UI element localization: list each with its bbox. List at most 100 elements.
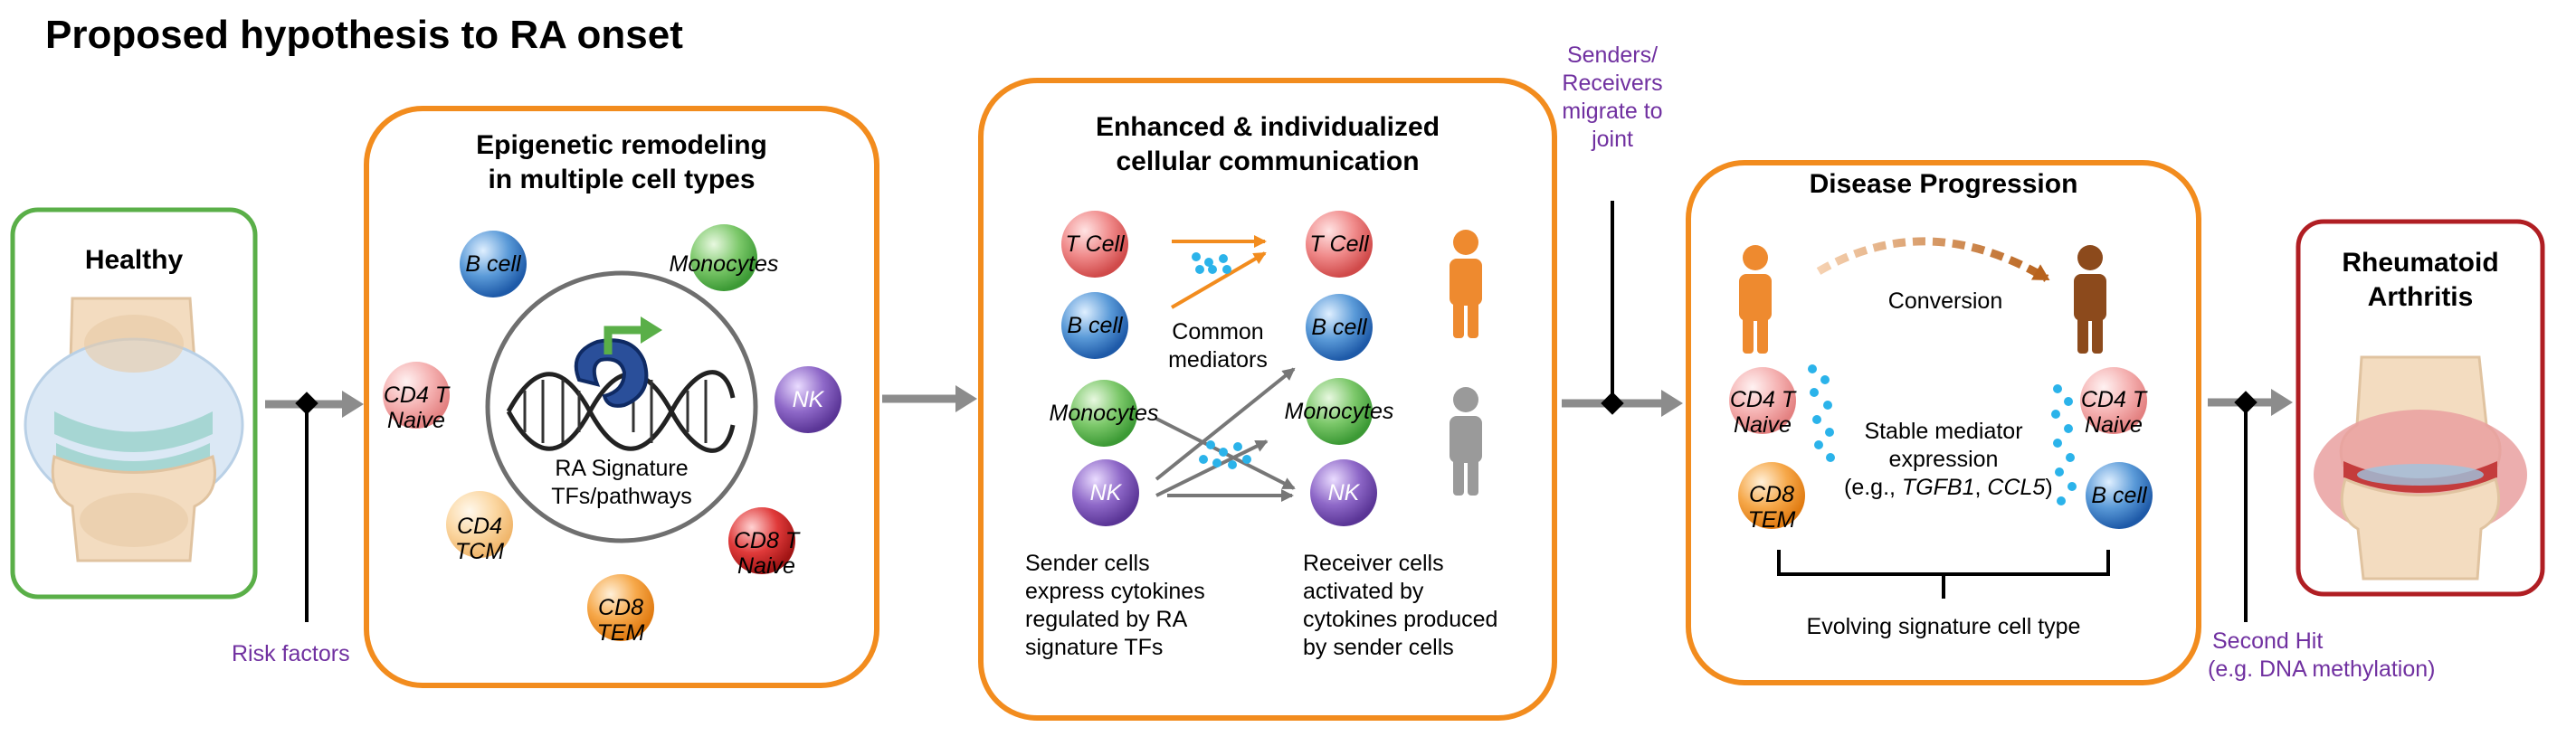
- mediator-dots-bottom: [1199, 440, 1251, 469]
- progression-cd8-tem-label: CD8 TEM: [1726, 482, 1817, 533]
- sender-desc-line3: regulated by RA: [1025, 607, 1188, 632]
- cell-cd4-t-naive: [383, 362, 450, 429]
- label-cd8-tem: CD8 TEM: [575, 595, 666, 646]
- receiver-nk-label: NK: [1327, 480, 1360, 505]
- ra-label-line1: Rheumatoid: [2342, 248, 2499, 278]
- stable-mediator-text: Stable mediator expression (e.g., TGFB1,…: [1844, 418, 2053, 502]
- label-cd8-tem-line2: TEM: [596, 620, 645, 646]
- person-gray-icon: [1450, 387, 1482, 496]
- progression-cd8-tem-line1: CD8: [1748, 482, 1794, 507]
- cell-cd4-tcm: [446, 491, 513, 558]
- label-cd8-t-naive: CD8 T Naive: [717, 528, 816, 579]
- orange-arrow-2: [1170, 251, 1267, 309]
- progression-left-cd4-line1: CD4 T: [1729, 387, 1796, 412]
- stable-line3: (e.g., TGFB1, CCL5): [1844, 474, 2053, 502]
- ra-joint-icon: [2314, 355, 2527, 581]
- sender-monocytes-label: Monocytes: [1049, 401, 1159, 426]
- communication-title-line1: Enhanced & individualized: [1095, 112, 1440, 142]
- sender-monocytes: [1070, 380, 1137, 447]
- common-mediators-label: Common mediators: [1155, 318, 1281, 374]
- migrate-line4: joint: [1592, 127, 1633, 152]
- label-cd8-tem-line1: CD8: [597, 595, 643, 620]
- healthy-panel-border: [10, 207, 258, 600]
- receiver-t-cell-label: T Cell: [1309, 231, 1369, 257]
- progression-title: Disease Progression: [1809, 169, 2078, 199]
- page-title: Proposed hypothesis to RA onset: [45, 13, 683, 57]
- cell-b-cell: [460, 231, 527, 297]
- stable-gene1: TGFB1: [1901, 475, 1975, 500]
- person-brown-progression-icon: [2074, 245, 2106, 354]
- progression-b-cell-label: B cell: [2091, 483, 2147, 508]
- signature-center-text: RA Signature TFs/pathways: [531, 455, 712, 511]
- sender-desc-line2: express cytokines: [1025, 579, 1205, 604]
- progression-cell-b-cell: [2086, 462, 2153, 529]
- label-cd8-t-naive-line2: Naive: [737, 553, 795, 579]
- sender-desc-line4: signature TFs: [1025, 635, 1164, 660]
- ra-label: Rheumatoid Arthritis: [2298, 246, 2543, 315]
- sender-b-cell: [1061, 292, 1128, 359]
- receiver-description: Receiver cells activated by cytokines pr…: [1303, 550, 1497, 662]
- receiver-b-cell-label: B cell: [1311, 315, 1367, 340]
- receiver-desc-line2: activated by: [1303, 579, 1424, 604]
- arrowhead-1: [342, 391, 364, 418]
- conversion-label: Conversion: [1887, 288, 2003, 314]
- progression-cell-cd4-t-naive-left: [1729, 367, 1796, 434]
- progression-cell-cd8-tem: [1738, 462, 1805, 529]
- evolving-bracket: [1777, 550, 2110, 576]
- green-arrow-icon: [604, 326, 644, 354]
- label-cd4-tcm-line1: CD4: [456, 514, 502, 539]
- cell-cd8-tem: [587, 574, 654, 641]
- mediator-dots-left: [1808, 364, 1835, 462]
- mediator-dots-right: [2051, 384, 2077, 505]
- communication-title-line2: cellular communication: [1116, 146, 1420, 176]
- receiver-desc-line4: by sender cells: [1303, 635, 1454, 660]
- progression-right-cd4-label: CD4 T Naive: [2064, 387, 2163, 438]
- stable-sep: ,: [1974, 475, 1988, 500]
- stable-line2: expression: [1888, 447, 1999, 472]
- signature-line1: RA Signature: [555, 456, 689, 481]
- sender-nk-label: NK: [1089, 480, 1122, 505]
- gray-arrow-2: [1155, 439, 1269, 497]
- receiver-t-cell: [1306, 211, 1373, 278]
- receiver-nk: [1310, 459, 1377, 526]
- stable-line1: Stable mediator: [1864, 419, 2023, 444]
- second-hit-label: Second Hit (e.g. DNA methylation): [2208, 628, 2436, 684]
- migrate-label: Senders/ Receivers migrate to joint: [1549, 42, 1676, 154]
- stable-gene2: CCL5: [1987, 475, 2046, 500]
- progression-panel-border: [1686, 160, 2201, 685]
- common-mediators-line1: Common: [1172, 319, 1264, 345]
- progression-left-cd4-line2: Naive: [1734, 412, 1792, 438]
- receiver-desc-line3: cytokines produced: [1303, 607, 1498, 632]
- cell-nk: [775, 366, 841, 433]
- receiver-b-cell: [1306, 294, 1373, 361]
- communication-panel-border: [978, 78, 1557, 721]
- second-hit-diamond: [2234, 391, 2258, 414]
- ra-panel-border: [2296, 219, 2545, 597]
- progression-right-cd4-line1: CD4 T: [2080, 387, 2147, 412]
- sender-t-cell: [1061, 211, 1128, 278]
- label-cd4-tcm-line2: TCM: [454, 539, 505, 564]
- label-cd4-tcm: CD4 TCM: [434, 514, 525, 564]
- conversion-arrow: [1816, 237, 2050, 282]
- migrate-line3: migrate to: [1562, 99, 1663, 124]
- epigenetic-title-line1: Epigenetic remodeling: [476, 130, 767, 160]
- second-hit-line2: (e.g. DNA methylation): [2208, 656, 2436, 682]
- epigenetic-panel-border: [364, 106, 879, 688]
- evolving-label: Evolving signature cell type: [1806, 614, 2081, 639]
- migrate-line2: Receivers: [1562, 71, 1663, 96]
- progression-cell-cd4-t-naive-right: [2080, 367, 2147, 434]
- progression-cd8-tem-line2: TEM: [1747, 507, 1796, 533]
- receiver-monocytes-label: Monocytes: [1284, 399, 1394, 424]
- label-cd4-t-naive-line1: CD4 T: [383, 382, 450, 408]
- sender-t-cell-label: T Cell: [1065, 231, 1125, 257]
- common-mediators-line2: mediators: [1168, 347, 1268, 373]
- receiver-desc-line1: Receiver cells: [1303, 551, 1444, 576]
- stable-prefix: (e.g.,: [1844, 475, 1902, 500]
- progression-left-cd4-label: CD4 T Naive: [1713, 387, 1812, 438]
- label-cd4-t-naive: CD4 T Naive: [371, 382, 461, 433]
- person-orange-icon: [1450, 230, 1482, 338]
- sender-nk: [1072, 459, 1139, 526]
- label-monocytes: Monocytes: [669, 251, 779, 277]
- migrate-diamond: [1601, 392, 1624, 415]
